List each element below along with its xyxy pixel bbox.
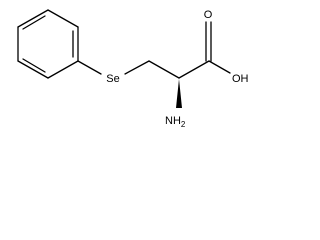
ring-double-bond-2 <box>22 58 46 73</box>
benzene-ring <box>17 9 79 79</box>
hydroxyl-label: OH <box>232 73 249 85</box>
amine-label: NH2 <box>165 115 186 129</box>
ring-bond-4 <box>17 60 49 79</box>
ring-double-bond-3 <box>22 15 46 30</box>
ring-se-bond <box>77 60 102 75</box>
selenium-label: Se <box>106 73 119 85</box>
wedge-bond-amine <box>176 79 182 108</box>
alpha-carboxyl-bond <box>178 60 210 79</box>
se-ch2-bond <box>124 60 150 75</box>
structure-diagram: Se O OH NH2 <box>17 9 249 129</box>
ring-bond-6 <box>17 9 49 28</box>
ch2-alpha-bond <box>148 60 180 79</box>
carbonyl-oxygen-label: O <box>204 9 213 21</box>
ring-bond-1 <box>47 9 79 28</box>
hydroxyl-bond <box>208 60 231 74</box>
ring-bond-3 <box>47 60 79 79</box>
